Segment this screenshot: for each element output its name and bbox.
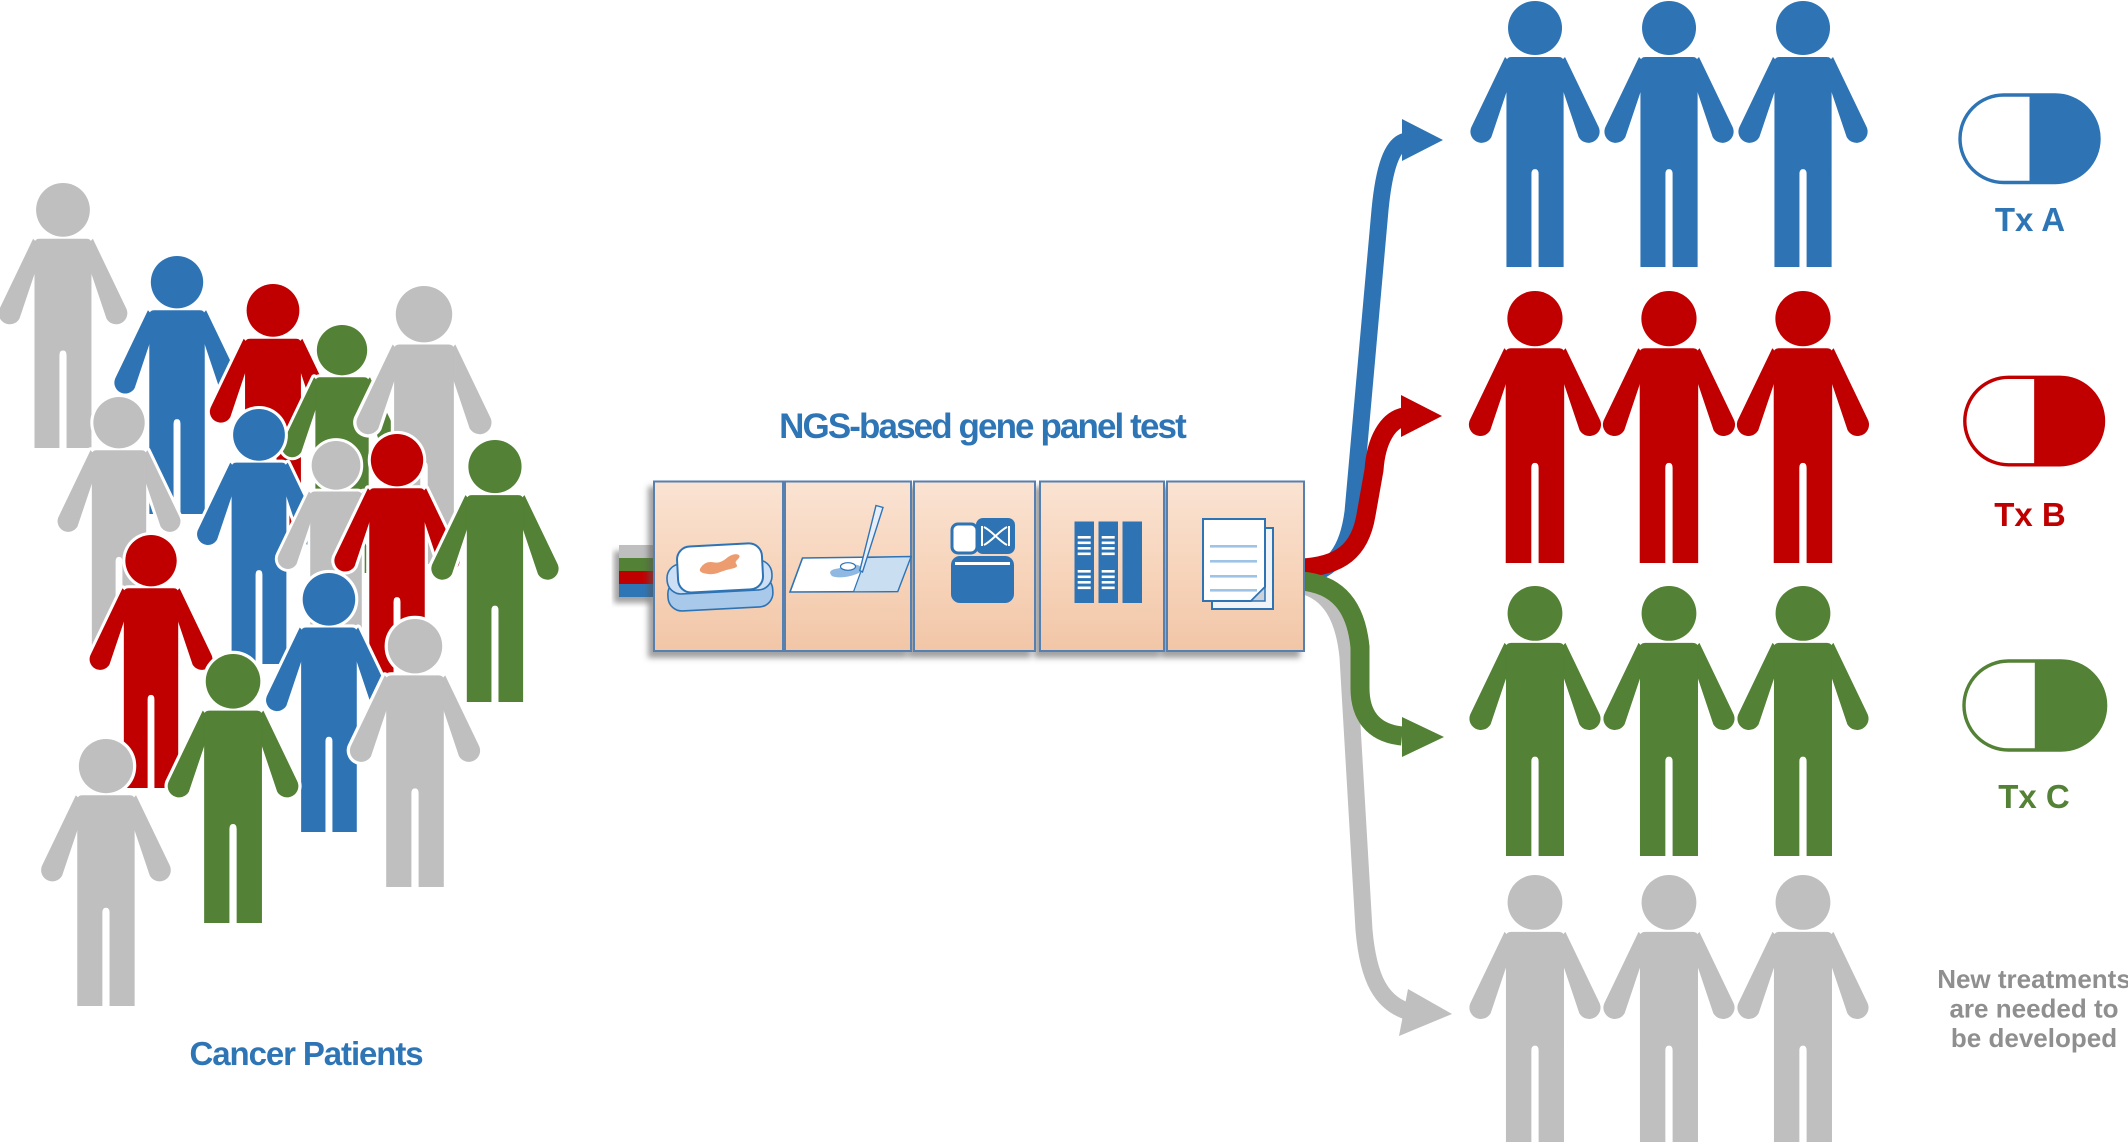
svg-text:Tx B: Tx B [1994, 496, 2066, 533]
svg-text:be developed: be developed [1951, 1023, 2117, 1053]
svg-text:Tx A: Tx A [1995, 201, 2065, 238]
svg-text:New treatments: New treatments [1937, 964, 2128, 994]
svg-text:Cancer Patients: Cancer Patients [190, 1035, 423, 1072]
svg-text:Tx C: Tx C [1998, 778, 2070, 815]
svg-text:NGS-based gene panel test: NGS-based gene panel test [779, 407, 1187, 446]
svg-text:are needed to: are needed to [1949, 994, 2118, 1024]
